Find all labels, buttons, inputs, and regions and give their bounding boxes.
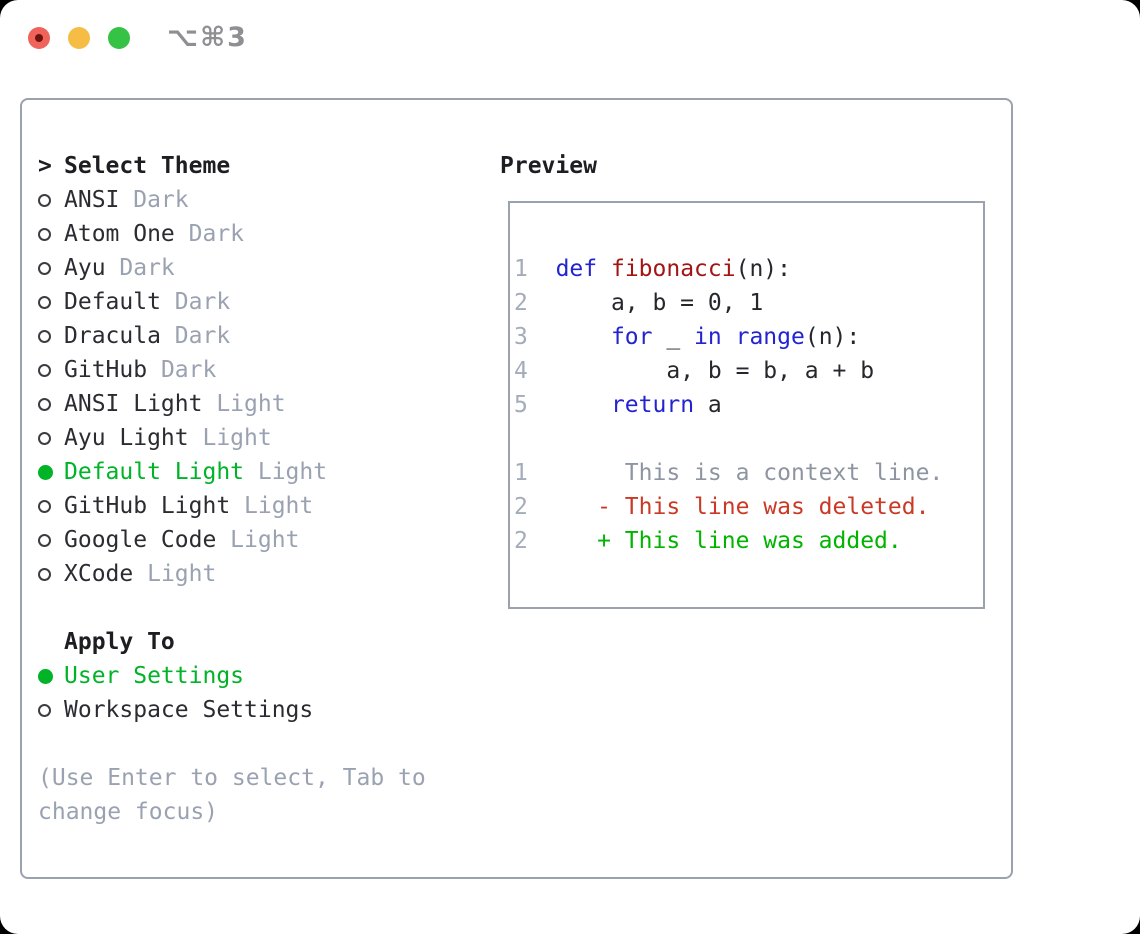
theme-option[interactable]: GitHub Dark	[38, 353, 478, 387]
theme-option[interactable]: ANSI Light Light	[38, 387, 478, 421]
theme-option[interactable]: ANSI Dark	[38, 183, 478, 217]
code-line	[514, 422, 983, 456]
close-button[interactable]	[28, 27, 50, 49]
radio-icon	[38, 261, 51, 275]
apply-to-title: Apply To	[64, 629, 175, 655]
option-label: Google Code	[64, 527, 217, 553]
option-variant-label: Dark	[160, 289, 231, 315]
theme-option[interactable]: GitHub Light Light	[38, 489, 478, 523]
radio-icon	[38, 227, 51, 241]
radio-icon	[38, 431, 51, 445]
apply-to-option[interactable]: Workspace Settings	[38, 693, 478, 727]
option-variant-label: Light	[202, 391, 286, 417]
line-number: 1	[514, 256, 528, 282]
code-line: 2 - This line was deleted.	[514, 494, 930, 520]
select-theme-title: Select Theme	[64, 153, 231, 179]
help-text-line-1: (Use Enter to select, Tab to	[38, 765, 426, 791]
option-label: Default	[64, 289, 161, 315]
theme-option[interactable]: Dracula Dark	[38, 319, 478, 353]
code-line: 1 def fibonacci(n):	[514, 256, 791, 282]
radio-icon	[38, 567, 51, 581]
option-label: Atom One	[64, 221, 175, 247]
option-label: User Settings	[64, 663, 245, 689]
window-title: ⌥⌘3	[167, 22, 248, 53]
titlebar: ⌥⌘3	[0, 0, 1140, 76]
radio-icon	[38, 193, 51, 207]
theme-option[interactable]: Ayu Light Light	[38, 421, 478, 455]
minimize-button[interactable]	[68, 27, 90, 49]
option-variant-label: Dark	[119, 187, 189, 213]
option-label: Workspace Settings	[64, 697, 314, 723]
line-number: 5	[514, 392, 528, 418]
preview-title: Preview	[500, 153, 597, 179]
option-label: Dracula	[64, 323, 161, 349]
theme-option[interactable]: Google Code Light	[38, 523, 478, 557]
option-variant-label: Dark	[105, 255, 175, 281]
spacer	[38, 591, 478, 625]
option-label: ANSI Light	[64, 391, 203, 417]
code-line: 3 for _ in range(n):	[514, 324, 861, 350]
apply-to-header: Apply To	[38, 625, 478, 659]
radio-selected-icon	[38, 668, 53, 684]
code-line: 4 a, b = b, a + b	[514, 358, 875, 384]
option-label: GitHub	[64, 357, 148, 383]
option-variant-label: Dark	[147, 357, 217, 383]
option-label: XCode	[64, 561, 134, 587]
spacer	[38, 727, 478, 761]
help-text-line-2: change focus)	[38, 799, 219, 825]
preview-box: 1 def fibonacci(n): 2 a, b = 0, 1 3 for _ …	[508, 201, 985, 609]
line-number: 3	[514, 324, 528, 350]
preview-code: 1 def fibonacci(n): 2 a, b = 0, 1 3 for _ …	[514, 252, 983, 558]
code-line: 2 a, b = 0, 1	[514, 290, 764, 316]
zoom-button[interactable]	[108, 27, 130, 49]
line-number: 2	[514, 494, 528, 520]
apply-to-option[interactable]: User Settings	[38, 659, 478, 693]
theme-option[interactable]: Default Light Light	[38, 455, 478, 489]
option-variant-label: Dark	[160, 323, 231, 349]
select-theme-header: > Select Theme	[38, 149, 478, 183]
radio-selected-icon	[38, 464, 53, 480]
option-variant-label: Light	[188, 425, 272, 451]
option-label: GitHub Light	[64, 493, 231, 519]
code-line: 2 + This line was added.	[514, 528, 902, 554]
radio-icon	[38, 499, 51, 513]
line-number: 2	[514, 528, 528, 554]
close-dot-icon	[35, 34, 43, 42]
option-label: Ayu Light	[64, 425, 189, 451]
line-number: 1	[514, 460, 528, 486]
radio-icon	[38, 703, 51, 717]
option-variant-label: Light	[230, 493, 314, 519]
option-variant-label: Light	[133, 561, 217, 587]
option-variant-label: Light	[216, 527, 300, 553]
option-variant-label: Dark	[174, 221, 245, 247]
focus-arrow-icon: >	[38, 153, 52, 179]
option-label: ANSI	[64, 187, 120, 213]
radio-icon	[38, 329, 51, 343]
code-line: 5 return a	[514, 392, 722, 418]
radio-icon	[38, 397, 51, 411]
option-label: Ayu	[64, 255, 106, 281]
option-variant-label: Light	[244, 459, 328, 485]
code-line: 1 This is a context line.	[514, 460, 944, 486]
option-label: Default Light	[64, 459, 245, 485]
theme-option[interactable]: Default Dark	[38, 285, 478, 319]
line-number: 2	[514, 290, 528, 316]
theme-option[interactable]: Ayu Dark	[38, 251, 478, 285]
radio-icon	[38, 295, 51, 309]
radio-icon	[38, 533, 51, 547]
theme-option[interactable]: Atom One Dark	[38, 217, 478, 251]
radio-icon	[38, 363, 51, 377]
line-number: 4	[514, 358, 528, 384]
theme-option[interactable]: XCode Light	[38, 557, 478, 591]
